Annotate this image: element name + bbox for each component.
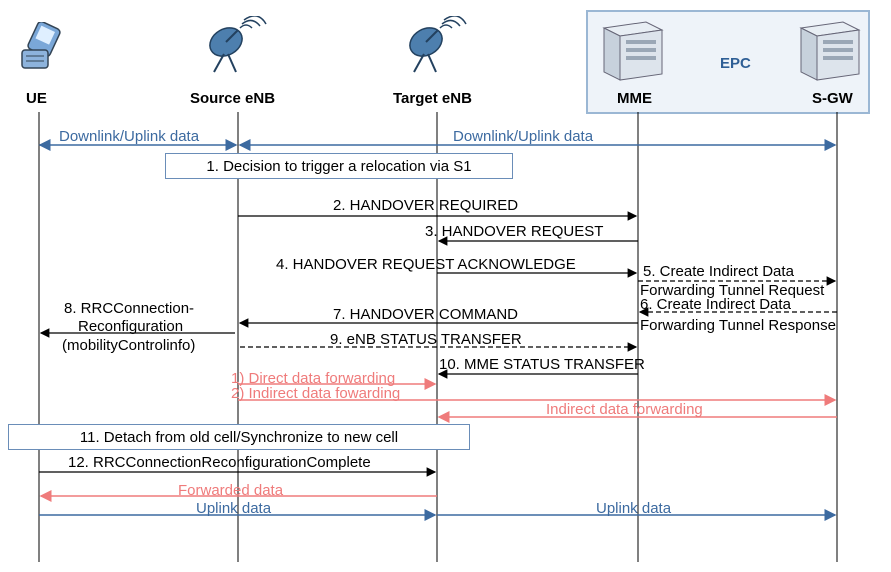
entity-label-source-enb: Source eNB [190,90,276,107]
entity-label-mme: MME [617,90,652,107]
server-icon [799,21,861,81]
mobile-phone-icon [21,22,61,69]
msg-dl-ul-2: Downlink/Uplink data [453,128,594,145]
entity-label-sgw: S-GW [812,90,853,107]
msg-create-tunnel-response-line2: Forwarding Tunnel Response [640,317,836,334]
msg-indirect-forwarding-2: Indirect data forwarding [546,401,703,418]
msg-handover-command: 7. HANDOVER COMMAND [333,306,518,323]
msg-create-tunnel-response-line1: 6. Create Indirect Data [640,296,792,313]
msg-handover-request-ack: 4. HANDOVER REQUEST ACKNOWLEDGE [276,256,576,273]
msg-uplink-1: Uplink data [196,500,272,517]
server-icon [602,21,664,81]
msg-rrc-reconfiguration-line1: 8. RRCConnection- [64,300,194,317]
msg-mme-status-transfer: 10. MME STATUS TRANSFER [439,356,645,373]
satellite-dish-icon [409,16,467,73]
msg-indirect-forwarding-1: 2) Indirect data fowarding [231,385,400,402]
msg-direct-forwarding: 1) Direct data forwarding [231,370,395,387]
msg-enb-status-transfer: 9. eNB STATUS TRANSFER [330,331,522,348]
epc-label: EPC [720,55,751,72]
satellite-dish-icon [209,16,267,73]
entity-label-ue: UE [26,90,47,107]
msg-uplink-2: Uplink data [596,500,672,517]
msg-handover-request: 3. HANDOVER REQUEST [425,223,603,240]
msg-forwarded-data: Forwarded data [178,482,284,499]
detach-sync-box: 11. Detach from old cell/Synchronize to … [8,424,470,450]
entity-label-target-enb: Target eNB [393,90,472,107]
msg-rrc-complete: 12. RRCConnectionReconfigurationComplete [68,454,371,471]
msg-handover-required: 2. HANDOVER REQUIRED [333,197,518,214]
decision-box: 1. Decision to trigger a relocation via … [165,153,513,179]
msg-rrc-reconfiguration-line2: Reconfiguration [78,318,183,335]
msg-create-tunnel-request-line2: Forwarding Tunnel Request [640,282,825,299]
msg-rrc-reconfiguration-line3: (mobilityControlinfo) [62,337,195,354]
msg-dl-ul-1: Downlink/Uplink data [59,128,200,145]
msg-create-tunnel-request-line1: 5. Create Indirect Data [643,263,795,280]
